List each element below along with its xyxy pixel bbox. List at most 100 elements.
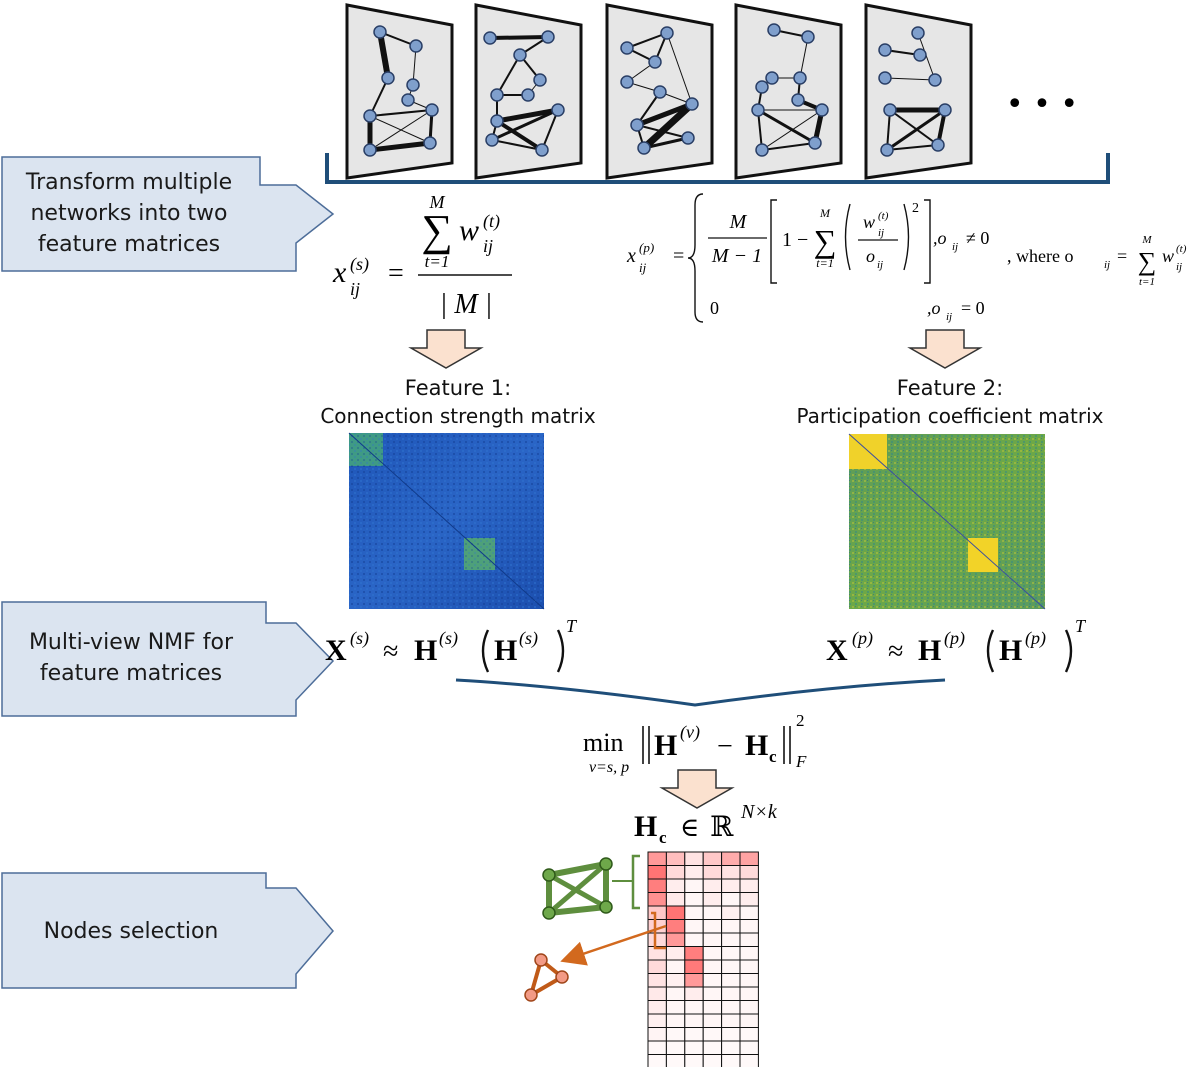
- hc-cell: [702, 878, 723, 893]
- hc-cell: [739, 1000, 759, 1015]
- network-edge: [666, 32, 693, 105]
- strength-sum-lower: t=1: [425, 252, 450, 271]
- hc-cell: [647, 1027, 667, 1042]
- network-panel-4: [734, 3, 843, 180]
- nmf-s-X-sup: (s): [350, 628, 369, 649]
- network-node: [363, 109, 377, 123]
- nmf-p-H: H: [918, 634, 941, 667]
- hc-cell: [647, 1054, 667, 1067]
- network-edge: [626, 32, 668, 49]
- hc-cell: [684, 1040, 704, 1055]
- network-node: [485, 133, 499, 147]
- hc-cell: [647, 892, 667, 907]
- hc-dims: N×k: [740, 801, 778, 823]
- network-node: [513, 48, 527, 62]
- hc-cell: [702, 905, 723, 920]
- part-inner-den: o: [866, 246, 875, 266]
- feature-2-subtitle: Participation coefficient matrix: [796, 404, 1104, 428]
- obj-min-sub: v=s, p: [589, 759, 629, 776]
- hc-cell: [721, 1013, 741, 1028]
- network-node: [911, 26, 925, 40]
- network-edge: [496, 54, 521, 96]
- hc-cell: [721, 986, 741, 1001]
- hc-cell: [739, 905, 759, 920]
- step-label-transform: Transform multiple networks into two fea…: [25, 169, 233, 257]
- network-node: [751, 103, 765, 117]
- hc-cell: [721, 865, 741, 880]
- network-edge: [886, 108, 946, 152]
- network-node: [681, 131, 695, 145]
- part-one-minus: 1 −: [782, 229, 808, 251]
- network-edge: [369, 109, 433, 117]
- network-edge: [761, 142, 816, 151]
- network-edge: [799, 36, 809, 79]
- network-panel-2: [474, 3, 583, 180]
- network-node: [755, 143, 769, 157]
- hc-cell: [665, 932, 686, 947]
- strength-matrix: [348, 432, 545, 610]
- hc-cell: [684, 986, 704, 1001]
- network-node: [883, 103, 897, 117]
- nmf-s-H: H: [414, 634, 437, 667]
- network-panels: [345, 3, 973, 180]
- nmf-p-H2: H: [999, 634, 1022, 667]
- objective-formula: min v=s, p H (v) − H c 2 F: [583, 711, 807, 776]
- down-arrow-icon: [659, 769, 735, 809]
- obj-Hc-sub: c: [769, 747, 777, 766]
- down-arrow-icon: [907, 329, 983, 369]
- strength-sum-upper: M: [429, 192, 446, 212]
- hc-cell: [739, 973, 759, 988]
- hc-cell: [739, 919, 759, 934]
- obj-H: H: [654, 729, 677, 762]
- nmf-p-T: T: [1075, 616, 1087, 636]
- network-node: [409, 39, 423, 53]
- network-edge: [643, 136, 689, 150]
- network-node: [801, 30, 815, 44]
- hc-cell: [739, 1054, 759, 1067]
- hc-matrix: [647, 851, 759, 1067]
- hc-cell: [721, 1000, 741, 1015]
- network-node: [363, 143, 377, 157]
- hc-cell: [721, 973, 741, 988]
- network-edge: [641, 101, 695, 151]
- hc-cell: [702, 973, 723, 988]
- merge-bracket: [455, 678, 946, 707]
- network-node: [630, 118, 644, 132]
- hc-cell: [702, 865, 723, 880]
- network-node: [815, 103, 829, 117]
- part-inner-num-sup: (t): [878, 210, 889, 222]
- hc-cell: [702, 959, 723, 974]
- part-cond2-sub: ij: [946, 311, 952, 323]
- down-arrows: [408, 329, 983, 809]
- network-node: [808, 136, 822, 150]
- part-cond1: ,o: [933, 228, 947, 248]
- hc-cell: [739, 878, 759, 893]
- network-edge: [369, 109, 433, 151]
- hc-cell: [665, 1000, 686, 1015]
- part-where-sum: ∑: [1138, 247, 1157, 276]
- part-where-eq: =: [1117, 246, 1127, 266]
- feature-1-caption: Feature 1: Connection strength matrix: [300, 374, 616, 430]
- strength-term: w: [459, 214, 479, 247]
- network-node: [878, 43, 892, 57]
- hc-cell: [702, 1000, 723, 1015]
- hc-cell: [721, 1054, 741, 1067]
- network-node: [938, 103, 952, 117]
- hc-cell: [739, 932, 759, 947]
- hc-in: ∈: [680, 813, 699, 842]
- network-node: [406, 78, 420, 92]
- hc-cell: [647, 986, 667, 1001]
- hc-cell: [721, 959, 741, 974]
- network-edge: [541, 109, 559, 151]
- network-node: [620, 41, 634, 55]
- part-where: , where o: [1007, 246, 1073, 266]
- nmf-s-H2-sup: (s): [519, 628, 538, 649]
- step-box-selection: [1, 872, 334, 989]
- step-box-transform: [1, 156, 335, 272]
- participation-matrix: [848, 433, 1046, 610]
- hc-cell: [665, 892, 686, 907]
- hc-cell: [665, 1040, 686, 1055]
- hc-cell: [684, 865, 704, 880]
- network-node: [490, 114, 504, 128]
- hc-cell: [647, 865, 667, 880]
